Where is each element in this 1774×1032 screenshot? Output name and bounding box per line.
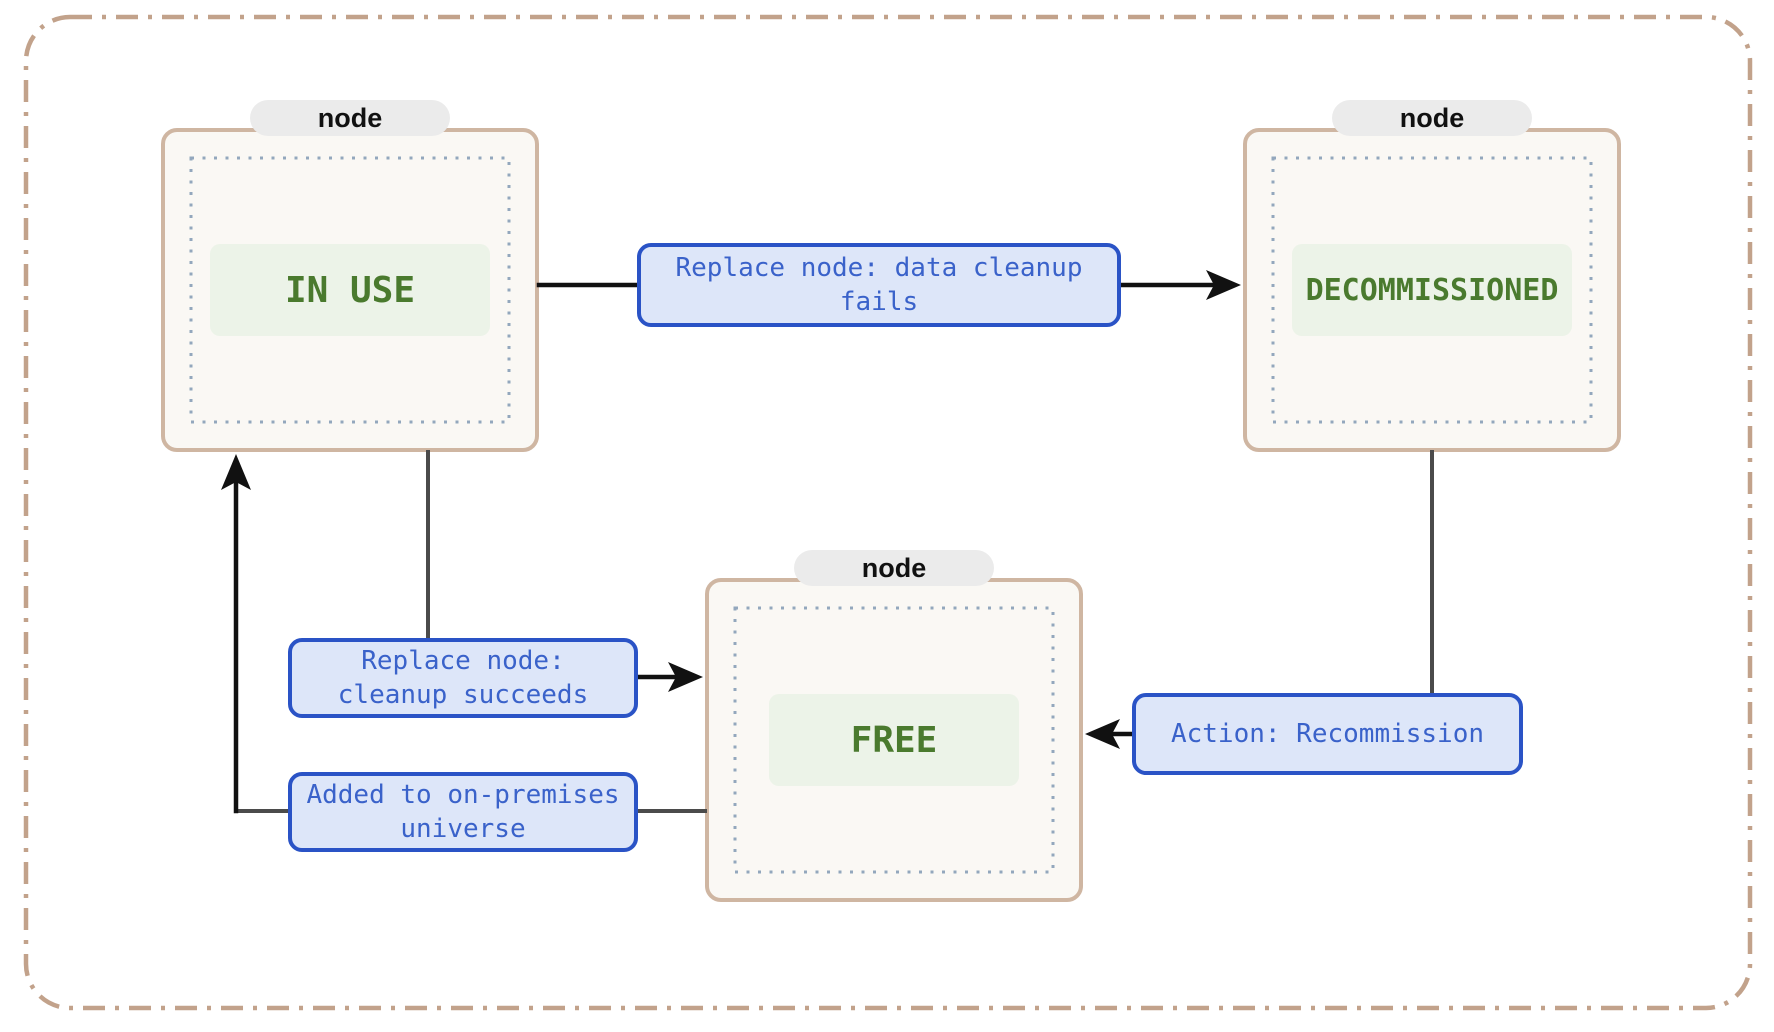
state-chip-in-use: IN USE — [210, 244, 490, 336]
node-pill-label: node — [1399, 102, 1465, 133]
node-pill-in-use: node — [250, 100, 450, 136]
state-label: DECOMMISSIONED — [1305, 272, 1559, 308]
node-pill-decommissioned: node — [1332, 100, 1532, 136]
state-chip-free: FREE — [769, 694, 1019, 786]
state-label: IN USE — [284, 269, 416, 311]
arrowhead-left-into-free — [1085, 719, 1120, 749]
edge-label-text: Replace node: cleanup succeeds — [337, 646, 589, 710]
arrowhead-up-into-inuse — [221, 454, 251, 490]
edge-label-added-to-universe: Added to on-premises universe — [288, 772, 638, 852]
edge-label-action-recommission: Action: Recommission — [1132, 693, 1523, 775]
edge-label-text: Added to on-premises universe — [306, 780, 620, 844]
node-pill-label: node — [861, 552, 927, 583]
edge-label-cleanup-succeeds: Replace node: cleanup succeeds — [288, 638, 638, 718]
edge-label-text: Replace node: data cleanup fails — [675, 253, 1083, 317]
state-chip-decommissioned: DECOMMISSIONED — [1292, 244, 1572, 336]
node-pill-free: node — [794, 550, 994, 586]
edge-label-text: Action: Recommission — [1170, 719, 1485, 749]
state-label: FREE — [850, 719, 938, 761]
arrowhead-right-into-decommissioned — [1206, 270, 1241, 300]
edge-label-data-cleanup-fails: Replace node: data cleanup fails — [637, 243, 1121, 327]
node-pill-label: node — [317, 102, 383, 133]
arrowhead-right-into-free — [668, 662, 703, 692]
